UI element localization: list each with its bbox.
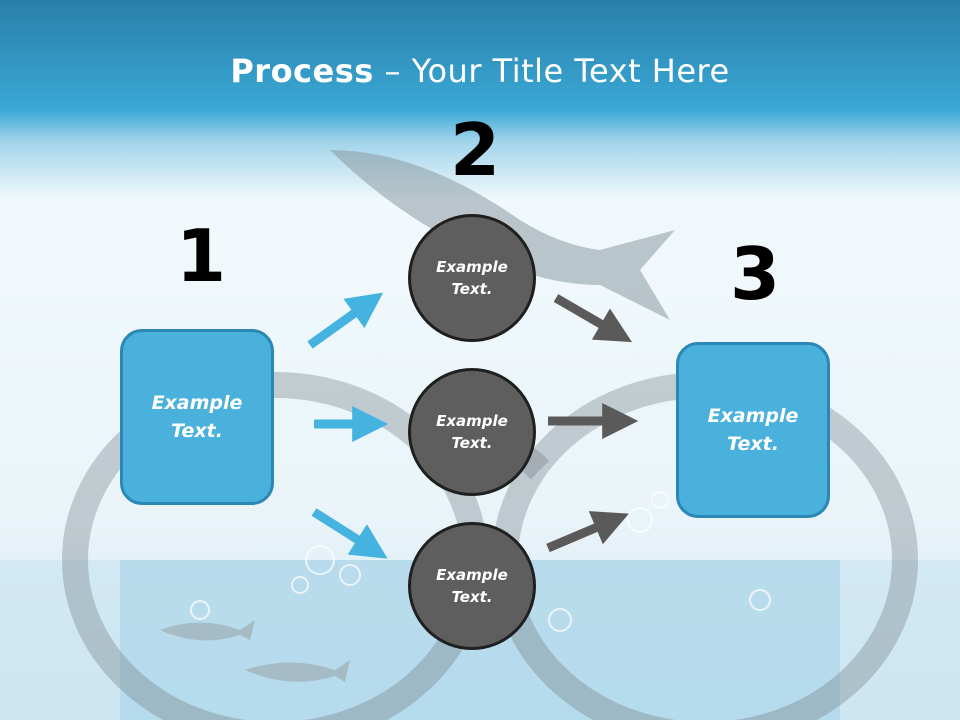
arrow-down-right-icon [311,508,388,559]
circle-top-line1: Example [436,257,508,276]
step-3-label-line1: Example [707,404,799,427]
title-bold: Process [230,52,374,90]
circle-bottom-line2: Text. [451,588,493,606]
step-3-label-line2: Text. [727,433,779,455]
slide-title: Process – Your Title Text Here [0,52,960,90]
circle-top-line2: Text. [451,280,493,298]
step-number-1: 1 [176,214,227,298]
circle-middle-line1: Example [436,411,508,430]
step-number-2: 2 [450,108,501,192]
arrow-up-right-gray-icon [546,511,629,553]
arrow-up-right-icon [307,292,384,349]
circle-bottom-line1: Example [436,565,508,584]
step-number-3: 3 [730,232,781,316]
circle-middle-line2: Text. [451,434,493,452]
arrow-down-right-gray-icon [553,294,633,343]
step-1-label-line2: Text. [171,420,223,442]
step-1-label-line1: Example [151,391,243,414]
title-rest: – Your Title Text Here [373,52,730,90]
